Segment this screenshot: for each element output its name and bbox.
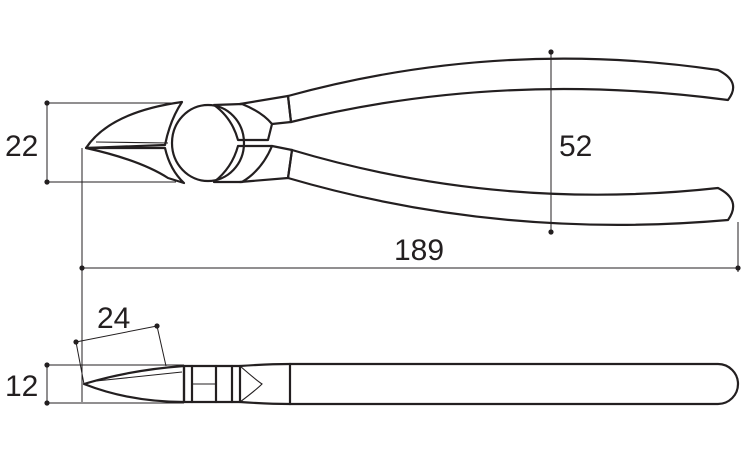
dimension-dot — [548, 49, 554, 55]
dimension-dot — [44, 362, 50, 368]
dimension-value: 22 — [5, 130, 38, 163]
dimension-dot — [73, 339, 79, 345]
side-handle — [288, 362, 740, 406]
dimension-dot — [735, 265, 741, 271]
dimension-jaw-length: 24 — [73, 302, 167, 385]
upper-jaw — [84, 100, 184, 150]
top-view: 22 52 — [5, 49, 735, 235]
dimension-dot — [154, 323, 160, 329]
joint-plate-lower — [212, 144, 274, 184]
upper-neck — [238, 94, 293, 126]
dimension-dot — [79, 265, 85, 271]
lower-handle-outline — [286, 148, 735, 226]
dimension-line — [75, 325, 158, 343]
dimension-overall-length: 189 — [79, 148, 741, 402]
lower-jaw — [84, 146, 186, 185]
extension-line — [156, 325, 167, 367]
dimension-value: 12 — [5, 370, 38, 403]
jaw-bevel-line — [95, 141, 169, 144]
upper-handle-outline — [286, 57, 735, 124]
lower-neck — [238, 144, 294, 184]
dimension-value: 189 — [394, 234, 444, 267]
joint-plate-upper — [212, 102, 274, 142]
dimension-value: 52 — [559, 130, 592, 163]
dimension-dot — [44, 100, 50, 106]
side-jaw-bevel — [95, 371, 183, 382]
side-neck-bevel — [239, 365, 263, 403]
side-neck — [238, 362, 292, 406]
dimension-dot — [548, 229, 554, 235]
dimension-jaw-height: 22 — [5, 100, 180, 185]
extension-line — [75, 341, 85, 385]
pivot-joint — [170, 103, 246, 183]
side-view: 12 24 — [5, 302, 740, 406]
side-jaw — [82, 364, 186, 404]
dimension-thickness: 12 — [5, 362, 184, 406]
dimension-handle-spread: 52 — [548, 49, 592, 235]
dimension-value: 24 — [97, 302, 130, 335]
dimension-dot — [44, 400, 50, 406]
dimension-dot — [44, 179, 50, 185]
